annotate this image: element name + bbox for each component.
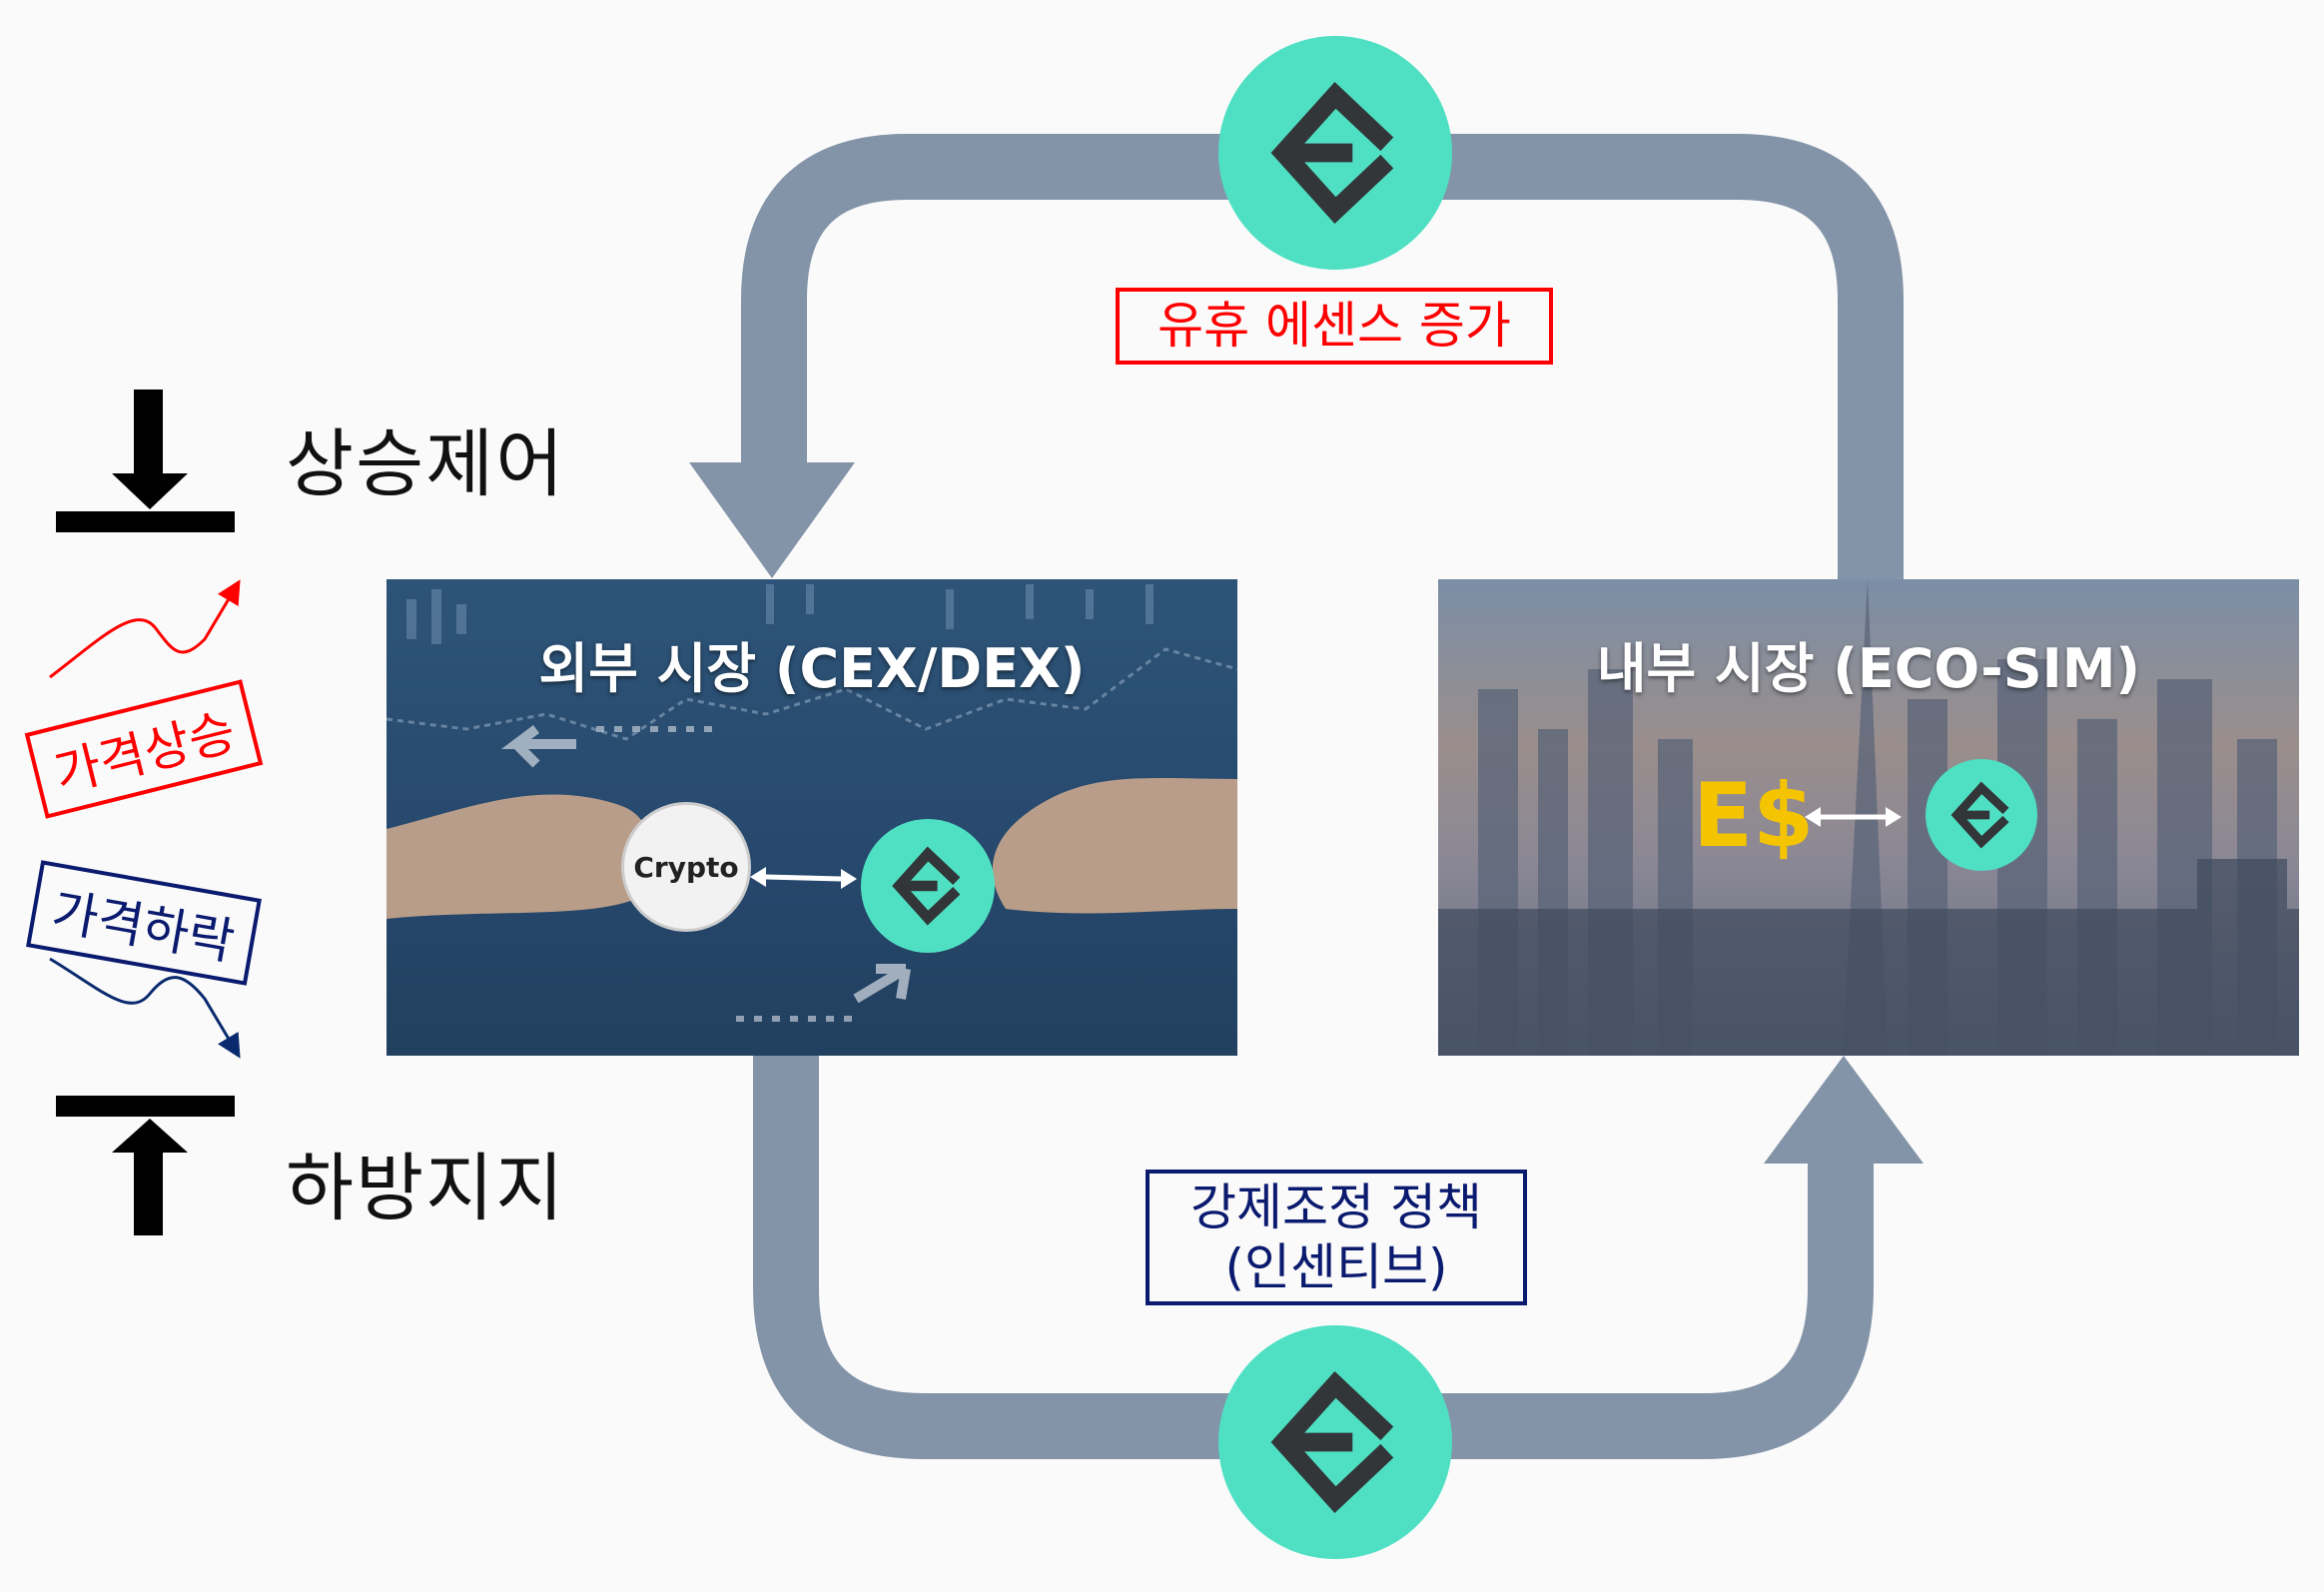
lower-support-icon	[56, 1096, 235, 1235]
top-coin-icon	[1218, 36, 1452, 270]
bottom-flow-label-line1: 강제조정 정책	[1190, 1179, 1482, 1236]
price-down-curve-icon	[49, 957, 241, 1059]
down-arrow-head	[689, 462, 855, 578]
eco-coin-icon	[861, 819, 995, 953]
city-skyline-background	[1438, 579, 2299, 1056]
eco-coin-icon	[1926, 759, 2037, 871]
upper-limit-icon	[56, 390, 235, 532]
external-market-title: 외부 시장 (CEX/DEX)	[538, 637, 1086, 700]
crypto-coin: Crypto	[621, 802, 751, 932]
external-market-background	[387, 584, 1237, 1022]
bottom-coin-icon	[1218, 1325, 1452, 1559]
internal-market-panel: 내부 시장 (ECO-SIM) E$	[1438, 579, 2299, 1056]
bottom-flow-label-line2: (인센티브)	[1224, 1238, 1448, 1296]
currency-label: E$	[1693, 764, 1815, 867]
bottom-flow-label: 강제조정 정책 (인센티브)	[1146, 1170, 1527, 1305]
price-up-curve-icon	[49, 579, 241, 679]
lower-limit-label: 하방지지	[286, 1146, 566, 1231]
internal-market-title: 내부 시장 (ECO-SIM)	[1596, 637, 2141, 700]
upper-limit-label: 상승제어	[286, 421, 566, 507]
external-market-panel: 외부 시장 (CEX/DEX) Crypto	[387, 579, 1237, 1056]
up-arrow-head	[1764, 1056, 1924, 1164]
top-flow-label: 유휴 에센스 증가	[1116, 288, 1553, 365]
crypto-label: Crypto	[633, 850, 739, 884]
